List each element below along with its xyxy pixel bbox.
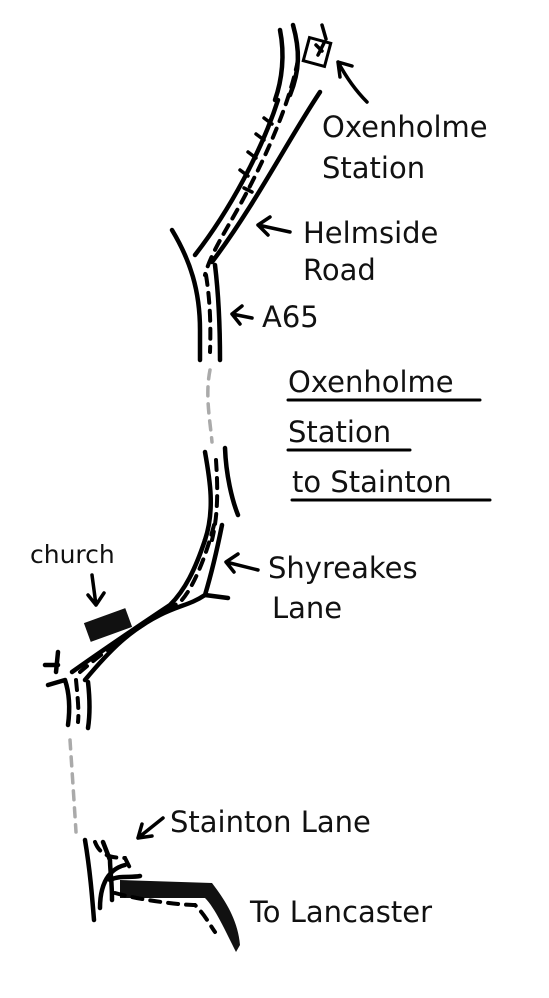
- label-shyreakes-line2: Lane: [272, 591, 342, 625]
- stainton-lane: [82, 837, 143, 923]
- label-station-line2: Station: [322, 151, 425, 185]
- label-stainton-lane: Stainton Lane: [170, 805, 371, 839]
- label-a65: A65: [262, 300, 319, 334]
- arrow-a65-icon: [230, 304, 254, 326]
- label-helmside-line1: Helmside: [303, 216, 438, 250]
- label-station-line1: Oxenholme: [322, 110, 488, 144]
- arrow-station-icon: [336, 60, 369, 104]
- arrow-shyreakes-icon: [224, 552, 260, 574]
- map-title-line1: Oxenholme: [288, 365, 454, 399]
- label-to-lancaster: To Lancaster: [249, 895, 432, 929]
- stainton-junction: [42, 649, 92, 731]
- helmside-road: [192, 58, 323, 277]
- map-title-line3: to Stainton: [292, 465, 452, 499]
- station-building-icon: [301, 35, 333, 69]
- label-church: church: [30, 540, 115, 569]
- label-helmside-line2: Road: [303, 253, 376, 287]
- arrow-stainton-icon: [136, 816, 165, 840]
- road-to-lancaster: [113, 880, 240, 952]
- label-shyreakes-line1: Shyreakes: [268, 551, 418, 585]
- arrow-church-icon: [86, 573, 106, 607]
- gap-top: [206, 368, 214, 444]
- station-area: [272, 22, 333, 103]
- arrow-helmside-icon: [256, 215, 292, 237]
- church-icon: [83, 608, 133, 642]
- map-title-line2: Station: [288, 415, 391, 449]
- shyreakes-lane: [69, 522, 231, 683]
- a65-road: [169, 227, 223, 363]
- gap-bottom: [68, 738, 78, 834]
